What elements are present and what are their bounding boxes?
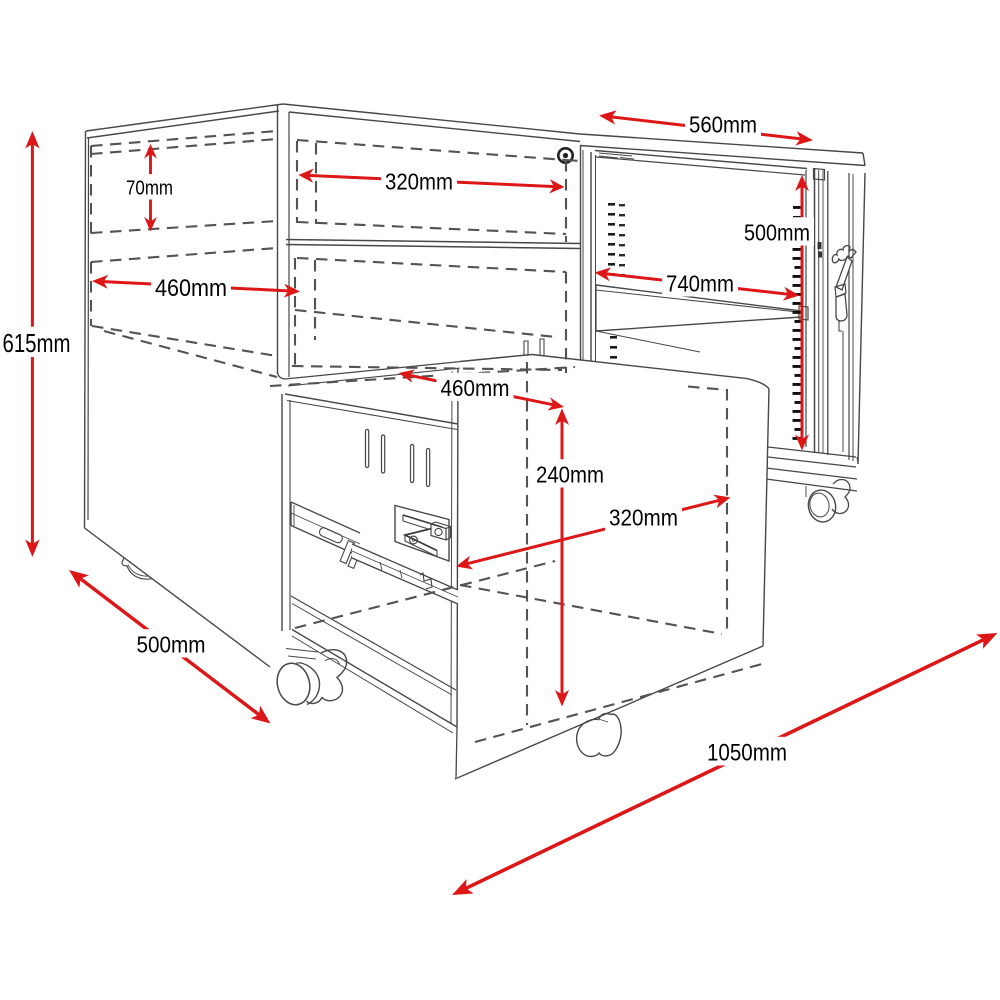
svg-text:460mm: 460mm	[441, 375, 510, 401]
svg-text:500mm: 500mm	[137, 632, 206, 658]
svg-text:240mm: 240mm	[536, 462, 604, 488]
svg-text:320mm: 320mm	[609, 505, 678, 531]
svg-text:740mm: 740mm	[666, 271, 734, 297]
svg-text:1050mm: 1050mm	[707, 740, 787, 767]
svg-text:500mm: 500mm	[744, 220, 810, 246]
svg-text:560mm: 560mm	[689, 112, 757, 138]
svg-text:320mm: 320mm	[385, 169, 453, 195]
svg-text:70mm: 70mm	[126, 178, 173, 200]
svg-text:460mm: 460mm	[155, 275, 227, 302]
svg-text:615mm: 615mm	[3, 328, 71, 358]
